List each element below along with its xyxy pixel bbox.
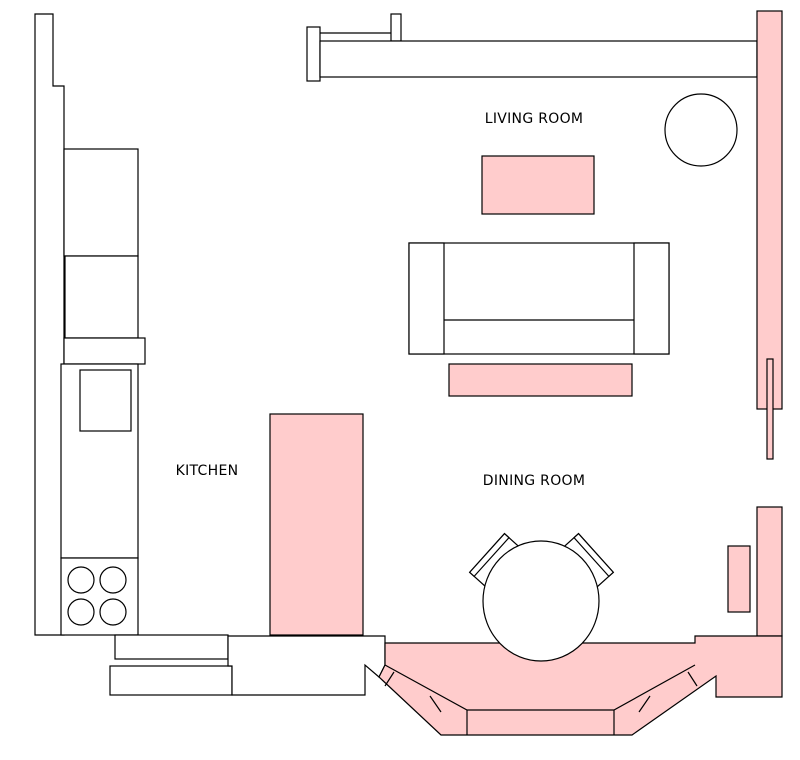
coffee-table: [481, 155, 595, 215]
sofa-arm-right: [633, 242, 670, 355]
kitchen-cabinet-upper: [63, 148, 139, 257]
stove-burner: [67, 598, 95, 626]
top-wall: [319, 40, 758, 78]
round-side-table: [664, 93, 738, 167]
kitchen-shelf: [63, 337, 146, 365]
right-wall: [756, 10, 783, 410]
stove-burner: [67, 566, 95, 594]
bay-window-divider: [687, 671, 698, 687]
tv-console: [448, 363, 633, 397]
top-wall-stub: [390, 13, 402, 42]
stove-burner: [99, 598, 127, 626]
door-panel: [766, 358, 774, 460]
bottom-counter-upper: [114, 634, 229, 660]
entry-wall: [227, 635, 386, 696]
dining-room-label: DINING ROOM: [482, 473, 586, 489]
kitchen-cabinet-lower: [64, 255, 139, 339]
sofa-arm-left: [408, 242, 445, 355]
dining-table: [482, 540, 600, 662]
kitchen-sink: [79, 369, 132, 432]
kitchen-label: KITCHEN: [175, 463, 239, 479]
stove-burner: [99, 566, 127, 594]
left-wall: [34, 13, 65, 636]
living-room-label: LIVING ROOM: [484, 111, 584, 127]
top-wall-post: [306, 26, 321, 82]
side-cabinet: [727, 545, 751, 613]
bay-inner-edge: [384, 664, 696, 711]
bay-window-divider: [384, 671, 395, 687]
bay-window-divider: [429, 695, 442, 713]
dining-chair: [468, 532, 524, 590]
bay-window-divider: [638, 695, 651, 713]
bottom-counter-lower: [109, 665, 233, 696]
right-wall-lower: [756, 506, 783, 637]
bay-window: [378, 635, 783, 736]
kitchen-island: [269, 413, 364, 636]
sofa: [408, 242, 670, 355]
